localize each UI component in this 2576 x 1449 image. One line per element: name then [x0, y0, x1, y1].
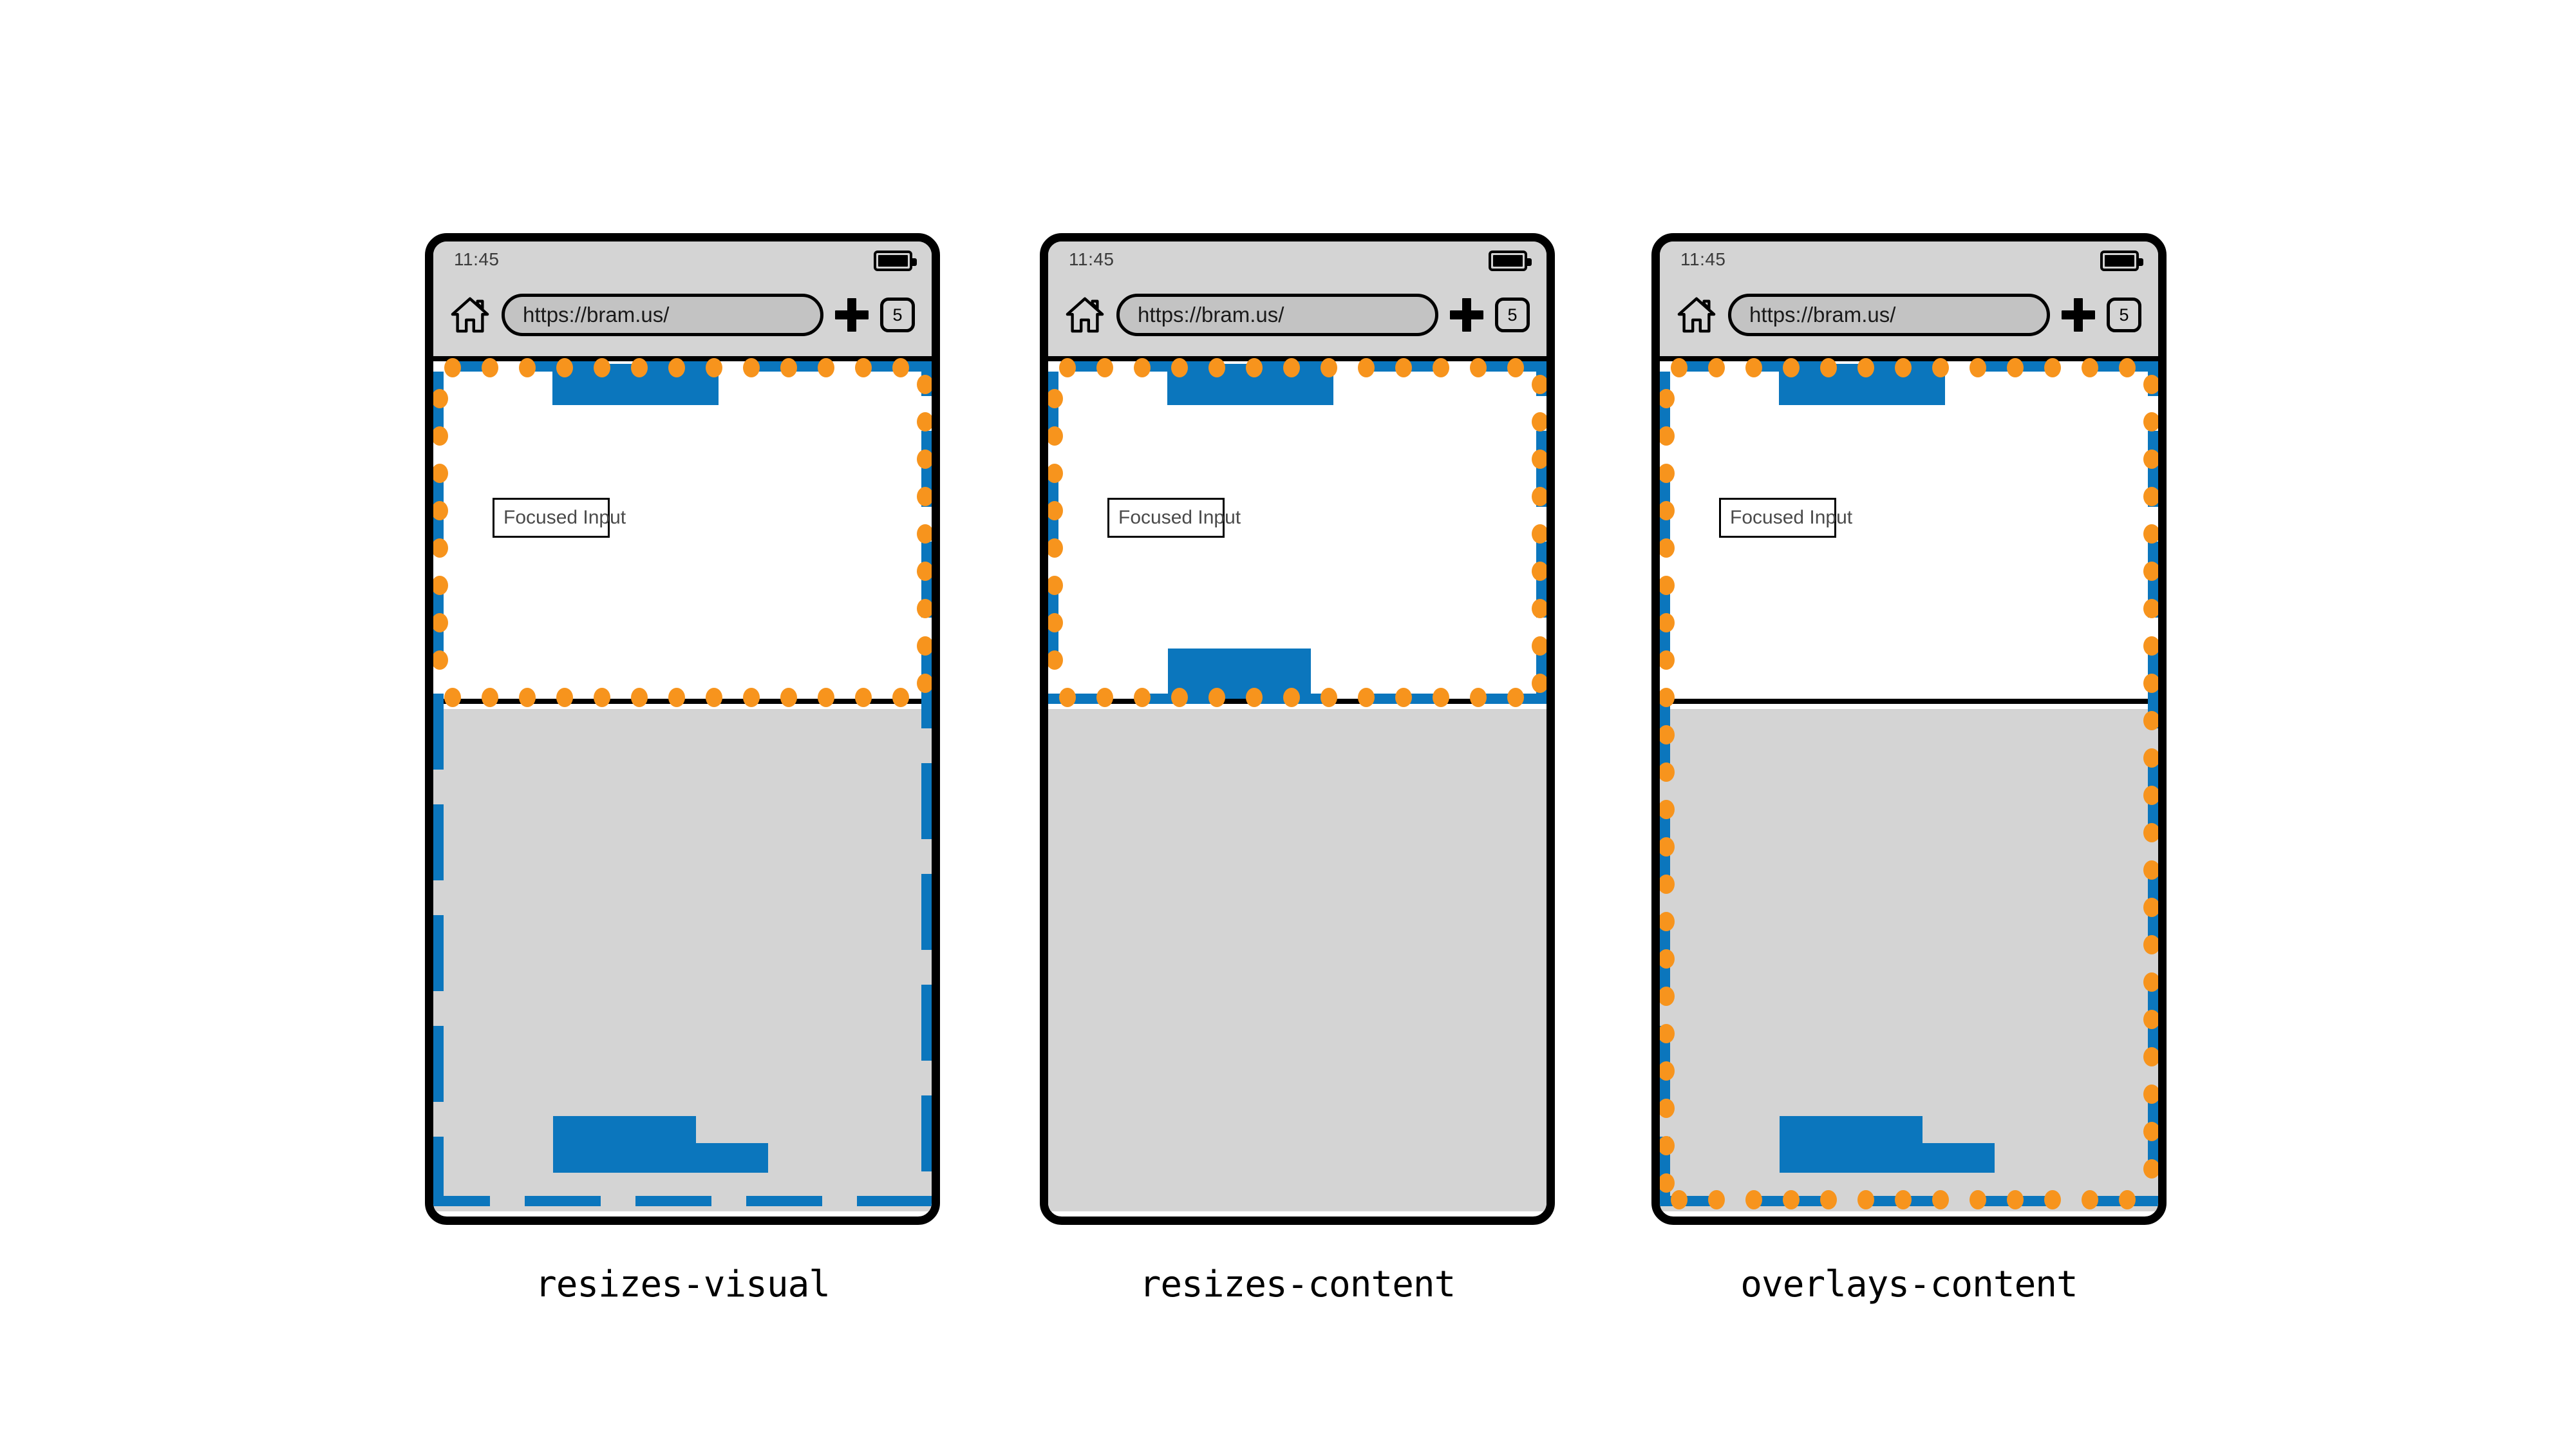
plus-icon[interactable] — [835, 298, 869, 332]
on-screen-keyboard — [433, 709, 932, 1211]
focused-input-value: Focused Input — [503, 507, 626, 528]
content-block-header — [1779, 364, 1945, 405]
browser-chrome: 11:45 https://bram.us/5 — [1048, 242, 1547, 361]
browser-chrome: 11:45 https://bram.us/5 — [1660, 242, 2158, 361]
web-content-area: Focused Input — [433, 361, 932, 704]
tab-count-button[interactable]: 5 — [880, 298, 915, 332]
status-bar-time: 11:45 — [1680, 249, 1726, 269]
figure-caption-overlays-content: overlays-content — [1740, 1264, 2078, 1305]
browser-toolbar: https://bram.us/5 — [433, 279, 932, 351]
url-bar[interactable]: https://bram.us/ — [502, 294, 823, 336]
battery-full-icon — [2100, 251, 2143, 271]
tab-count-label: 5 — [892, 305, 903, 325]
browser-toolbar: https://bram.us/5 — [1660, 279, 2158, 351]
battery-full-icon — [874, 251, 917, 271]
url-bar[interactable]: https://bram.us/ — [1728, 294, 2050, 336]
content-block-header — [1167, 364, 1333, 405]
plus-icon[interactable] — [2062, 298, 2095, 332]
home-icon[interactable] — [450, 295, 490, 335]
url-text: https://bram.us/ — [523, 303, 670, 327]
home-icon[interactable] — [1065, 295, 1105, 335]
home-icon-glyph — [1677, 297, 1716, 333]
tab-count-button[interactable]: 5 — [2107, 298, 2141, 332]
focused-text-input[interactable]: Focused Input — [493, 498, 626, 538]
status-bar-time: 11:45 — [454, 249, 500, 269]
phone-screen: Focused Input — [1048, 358, 1547, 1211]
home-icon-glyph — [451, 297, 489, 333]
content-block-footer-step — [1923, 1143, 1995, 1173]
content-block-footer-step — [696, 1143, 768, 1173]
focused-input-value: Focused Input — [1118, 507, 1241, 528]
focused-text-input[interactable]: Focused Input — [1719, 498, 1852, 538]
figure-caption-resizes-visual: resizes-visual — [534, 1264, 831, 1305]
figure-caption-resizes-content: resizes-content — [1139, 1264, 1456, 1305]
tab-count-button[interactable]: 5 — [1495, 298, 1530, 332]
tab-count-label: 5 — [1507, 305, 1518, 325]
phone-screen: Focused Input — [433, 358, 932, 1211]
focused-text-input[interactable]: Focused Input — [1107, 498, 1241, 538]
url-bar[interactable]: https://bram.us/ — [1116, 294, 1438, 336]
tab-count-label: 5 — [2119, 305, 2129, 325]
url-text: https://bram.us/ — [1749, 303, 1896, 327]
battery-full-icon — [1489, 251, 1532, 271]
content-block-header — [552, 364, 719, 405]
plus-icon[interactable] — [1450, 298, 1483, 332]
home-icon[interactable] — [1677, 295, 1716, 335]
content-block-footer — [1168, 649, 1311, 699]
web-content-area: Focused Input — [1048, 361, 1547, 704]
phone-screen: Focused Input — [1660, 358, 2158, 1211]
browser-toolbar: https://bram.us/5 — [1048, 279, 1547, 351]
on-screen-keyboard — [1048, 709, 1547, 1211]
content-block-footer — [1780, 1116, 1923, 1173]
browser-chrome: 11:45 https://bram.us/5 — [433, 242, 932, 361]
on-screen-keyboard — [1660, 709, 2158, 1211]
content-block-footer — [553, 1116, 696, 1173]
home-icon-glyph — [1066, 297, 1104, 333]
focused-input-value: Focused Input — [1730, 507, 1853, 528]
status-bar-time: 11:45 — [1069, 249, 1114, 269]
url-text: https://bram.us/ — [1138, 303, 1284, 327]
web-content-area: Focused Input — [1660, 361, 2158, 704]
